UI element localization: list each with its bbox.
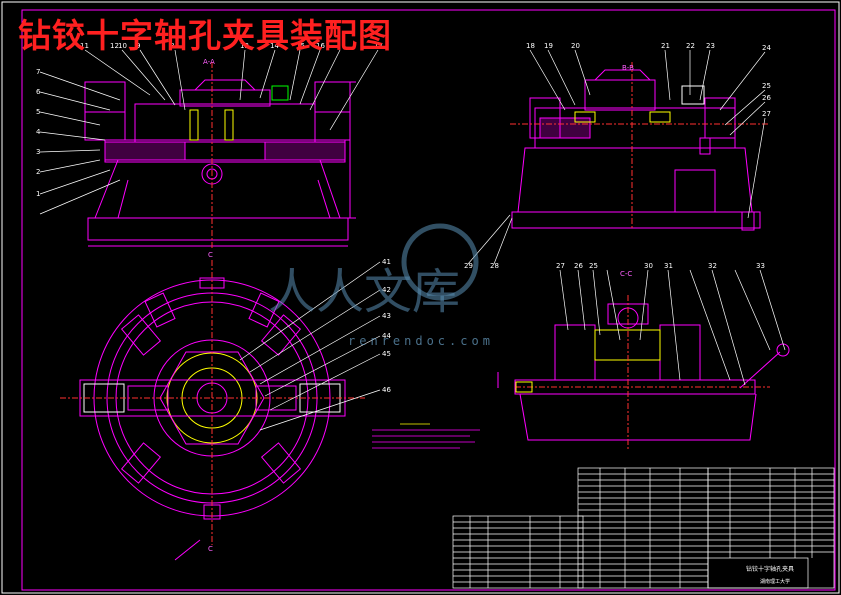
section-label-b: B-B xyxy=(622,64,634,72)
section-label-plan-c-bottom: C xyxy=(208,545,213,553)
section-label-c: C-C xyxy=(620,270,632,278)
title-block-name: 钻铰十字轴孔夹具 xyxy=(746,565,794,573)
callout-label: 44 xyxy=(382,332,391,340)
callout-label: 43 xyxy=(382,312,391,320)
callout-label: 46 xyxy=(382,386,391,394)
callout-label: 25 xyxy=(589,262,598,270)
right-leaders xyxy=(529,49,766,219)
callout-label: 41 xyxy=(382,258,391,266)
callout-label: 26 xyxy=(762,94,771,102)
parts-list-table xyxy=(452,467,835,589)
callout-label: 12 xyxy=(110,42,119,50)
plan-callout-labels: 41 42 43 44 45 46 xyxy=(382,258,391,394)
callout-label: 25 xyxy=(762,82,771,90)
drawing-title: 钻铰十字轴孔夹具装配图 xyxy=(18,16,392,55)
callout-label: 27 xyxy=(556,262,565,270)
plan-leaders xyxy=(239,261,381,431)
callout-label: 30 xyxy=(644,262,653,270)
callout-label: 21 xyxy=(661,42,670,50)
front-leaders xyxy=(39,49,379,215)
callout-label: 6 xyxy=(36,88,41,96)
section-c-leaders xyxy=(467,214,786,386)
callout-label: 19 xyxy=(544,42,553,50)
callout-label: 5 xyxy=(36,108,40,116)
section-label-plan-c: C xyxy=(208,251,213,259)
section-label-a: A-A xyxy=(203,58,215,66)
callout-label: 33 xyxy=(756,262,765,270)
callout-label: 27 xyxy=(762,110,771,118)
callout-label: 18 xyxy=(526,42,535,50)
callout-label: 15 xyxy=(296,42,305,50)
front-callout-labels: 7 6 5 4 3 2 1 12 11 10 9 8 13 14 15 16 17 xyxy=(36,42,383,198)
section-c-view xyxy=(497,295,790,450)
callout-label: 17 xyxy=(374,42,383,50)
callout-label: 11 xyxy=(80,42,89,50)
callout-label: 31 xyxy=(664,262,673,270)
front-view xyxy=(84,62,356,250)
technical-notes xyxy=(372,423,480,449)
watermark-text: 人人文库 xyxy=(268,264,461,320)
callout-label: 7 xyxy=(36,68,40,76)
callout-label: 4 xyxy=(36,128,41,136)
callout-label: 8 xyxy=(170,42,174,50)
callout-label: 32 xyxy=(708,262,717,270)
callout-label: 23 xyxy=(706,42,715,50)
inner-frame xyxy=(21,9,836,591)
callout-label: 9 xyxy=(136,42,140,50)
callout-label: 45 xyxy=(382,350,391,358)
right-callout-labels: 18 19 20 21 22 23 24 25 26 27 xyxy=(526,42,771,118)
callout-label: 10 xyxy=(118,42,127,50)
callout-label: 1 xyxy=(36,190,40,198)
right-view xyxy=(510,62,770,231)
callout-label: 14 xyxy=(270,42,279,50)
callout-label: 13 xyxy=(240,42,249,50)
callout-label: 29 xyxy=(464,262,473,270)
callout-label: 24 xyxy=(762,44,771,52)
callout-label: 2 xyxy=(36,168,40,176)
callout-label: 16 xyxy=(316,42,325,50)
section-c-callout-labels: 29 28 27 26 25 30 31 32 33 xyxy=(464,262,765,270)
callout-label: 3 xyxy=(36,148,40,156)
callout-label: 28 xyxy=(490,262,499,270)
callout-label: 26 xyxy=(574,262,583,270)
callout-label: 20 xyxy=(571,42,580,50)
plan-view xyxy=(60,260,365,561)
callout-label: 42 xyxy=(382,286,391,294)
watermark-url: renrendoc.com xyxy=(348,334,494,348)
title-block-org: 湖南理工大学 xyxy=(760,578,790,585)
callout-label: 22 xyxy=(686,42,695,50)
